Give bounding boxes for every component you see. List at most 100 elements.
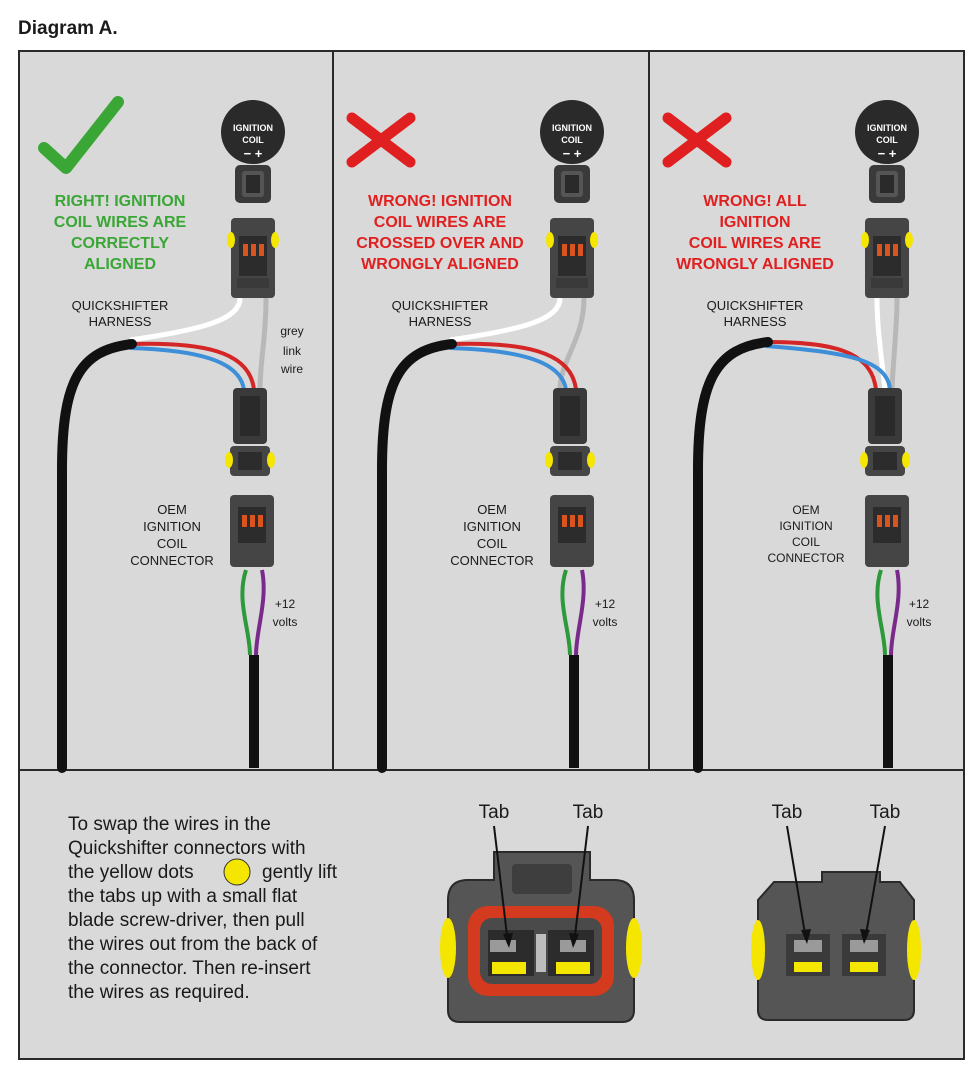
red-wire xyxy=(449,341,578,391)
grey-link-wire xyxy=(257,297,269,391)
tab-label: Tab xyxy=(479,802,510,823)
yellow-dot xyxy=(227,232,235,248)
instruction-line: gently lift xyxy=(262,862,338,883)
tab-pointer xyxy=(493,825,509,945)
coil-polarity: − + xyxy=(563,146,582,161)
red-wire xyxy=(765,340,878,391)
panel-wrong-crossed: WRONG! IGNITION COIL WIRES ARE CROSSED O… xyxy=(346,100,618,773)
oem-label: COIL xyxy=(477,536,507,551)
panel-message-line: IGNITION xyxy=(719,214,790,231)
coil-label: IGNITION xyxy=(233,123,273,133)
tab-label: Tab xyxy=(772,802,803,823)
instruction-line: To swap the wires in the xyxy=(68,814,271,835)
yellow-dot xyxy=(626,918,642,978)
coil-boot-connector xyxy=(869,165,905,203)
oem-label: CONNECTOR xyxy=(450,553,534,568)
panel-message-line: CORRECTLY xyxy=(71,235,169,252)
oem-label: COIL xyxy=(157,536,187,551)
green-wire xyxy=(560,569,572,656)
coil-plug-connector xyxy=(231,218,275,298)
tab-label: Tab xyxy=(573,802,604,823)
grey-link-label: wire xyxy=(280,362,303,376)
panel-message-line: WRONG! IGNITION xyxy=(368,193,512,210)
tab-pointer xyxy=(573,825,589,945)
panel-message-line: RIGHT! IGNITION xyxy=(55,193,186,210)
blue-wire xyxy=(129,346,246,391)
oem-connector xyxy=(230,495,274,567)
yellow-dot xyxy=(440,918,456,978)
harness-cable xyxy=(693,337,773,773)
panel-message-line: CROSSED OVER AND xyxy=(356,235,523,252)
oem-connector xyxy=(550,495,594,567)
volts-label: volts xyxy=(593,615,618,629)
panel-message-line: WRONG! ALL xyxy=(703,193,807,210)
instruction-line: the connector. Then re-insert xyxy=(68,958,311,979)
harness-cable xyxy=(377,339,457,773)
oem-label: CONNECTOR xyxy=(130,553,214,568)
yellow-dot-icon xyxy=(223,858,251,886)
harness-label: QUICKSHIFTER xyxy=(707,298,804,313)
volts-label: volts xyxy=(907,615,932,629)
white-wire xyxy=(129,297,243,343)
tab-pointer xyxy=(864,825,886,941)
coil-polarity: − + xyxy=(244,146,263,161)
volts-label: volts xyxy=(273,615,298,629)
blue-wire xyxy=(765,344,892,391)
cross-icon xyxy=(346,112,416,168)
oem-label: OEM xyxy=(477,502,507,517)
coil-label: IGNITION xyxy=(867,123,907,133)
tab-label: Tab xyxy=(870,802,901,823)
instruction-line: the wires as required. xyxy=(68,982,250,1003)
quickshifter-connector-pair xyxy=(225,388,275,476)
panel-message-line: COIL WIRES ARE xyxy=(689,235,822,252)
coil-label: COIL xyxy=(561,135,583,145)
yellow-dot xyxy=(590,232,598,248)
green-wire xyxy=(875,569,887,656)
ignition-coil-icon xyxy=(221,100,285,164)
red-wire xyxy=(129,341,256,391)
yellow-dot xyxy=(271,232,279,248)
coil-label: IGNITION xyxy=(552,123,592,133)
ignition-coil-icon xyxy=(540,100,604,164)
oem-label: CONNECTOR xyxy=(767,551,844,565)
instruction-line: the wires out from the back of xyxy=(68,934,318,955)
harness-cable xyxy=(57,339,137,773)
white-wire xyxy=(449,297,563,343)
instruction-line: Quickshifter connectors with xyxy=(68,838,306,859)
harness-label: HARNESS xyxy=(724,314,787,329)
panel-message-line: WRONGLY ALIGNED xyxy=(361,256,519,273)
instruction-line: the yellow dots xyxy=(68,862,194,883)
coil-label: COIL xyxy=(242,135,264,145)
panel-message-line: WRONGLY ALIGNED xyxy=(676,256,834,273)
blue-wire xyxy=(449,346,568,391)
panel-message-line: ALIGNED xyxy=(84,256,156,273)
quickshifter-connector-pair xyxy=(545,388,595,476)
panel-message-line: COIL WIRES ARE xyxy=(374,214,507,231)
coil-plug-connector xyxy=(550,218,594,298)
yellow-dot xyxy=(546,232,554,248)
coil-plug-connector xyxy=(865,218,909,298)
green-wire xyxy=(240,569,252,656)
checkmark-icon xyxy=(38,96,124,174)
instructions-block: To swap the wires in the Quickshifter co… xyxy=(68,814,338,1003)
oem-connector xyxy=(865,495,909,567)
harness-label: HARNESS xyxy=(89,314,152,329)
quickshifter-connector-pair xyxy=(860,388,910,476)
ignition-coil-icon xyxy=(855,100,919,164)
oem-label: OEM xyxy=(157,502,187,517)
oem-label: COIL xyxy=(792,535,820,549)
oem-label: OEM xyxy=(792,503,819,517)
diagram-title: Diagram A. xyxy=(18,18,118,39)
purple-wire xyxy=(574,569,586,656)
instruction-line: the tabs up with a small flat xyxy=(68,886,298,907)
harness-label: QUICKSHIFTER xyxy=(392,298,489,313)
coil-label: COIL xyxy=(876,135,898,145)
grey-link-wire xyxy=(557,297,587,391)
yellow-dot xyxy=(907,920,921,980)
grey-link-label: grey xyxy=(280,324,303,338)
volts-label: +12 xyxy=(909,597,930,611)
tab-pointer xyxy=(786,825,807,941)
detail-connector-plain: Tab Tab xyxy=(751,802,921,1021)
volts-label: +12 xyxy=(595,597,616,611)
